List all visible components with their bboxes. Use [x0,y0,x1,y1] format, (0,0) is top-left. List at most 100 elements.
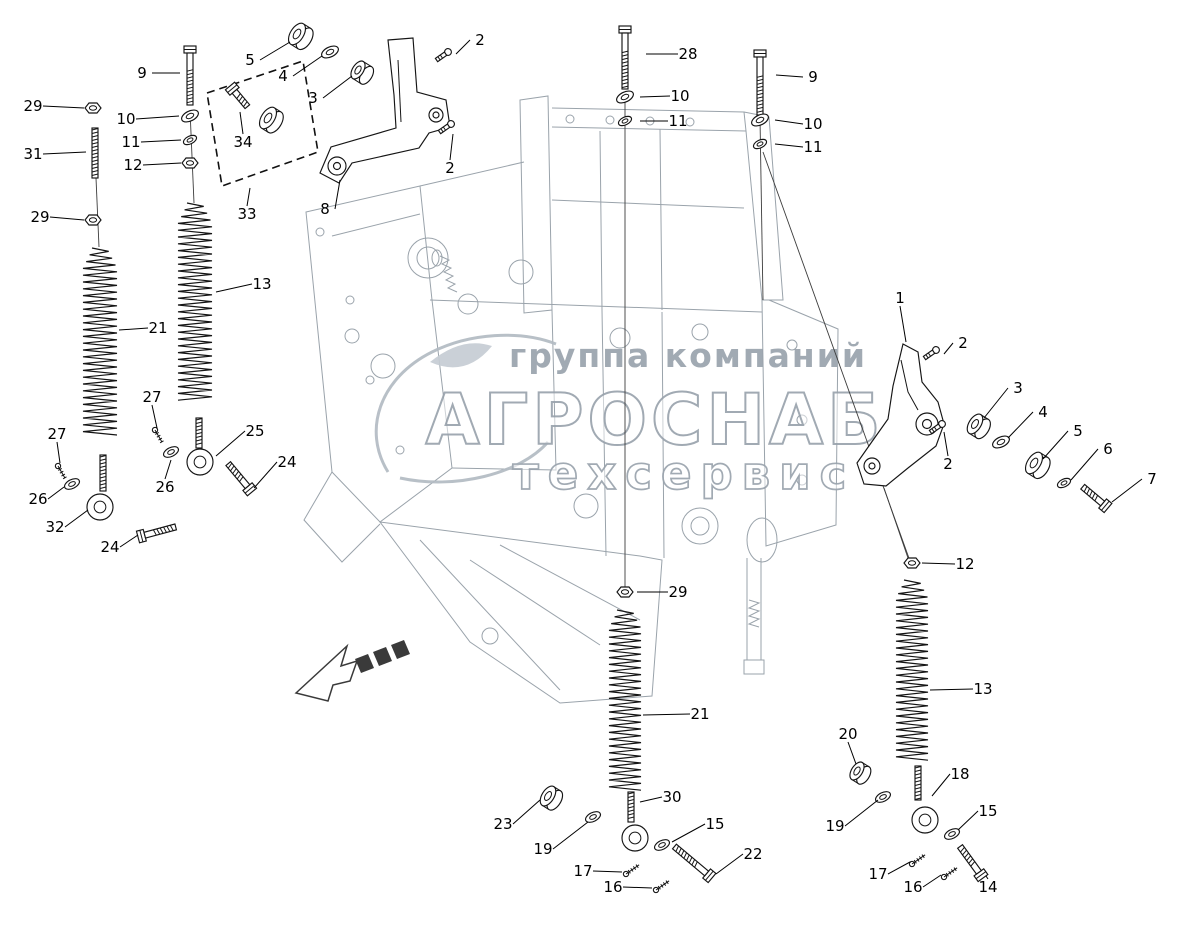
leader-line [215,430,246,457]
leader-line [957,810,979,831]
part-label-31: 31 [23,145,42,163]
part-label-18: 18 [950,765,969,783]
part-label-19: 19 [825,817,844,835]
watermark-leaf-swoosh [374,333,557,484]
leader-line [639,95,671,98]
part-label-10: 10 [803,115,822,133]
part-label-15: 15 [705,815,724,833]
small-bolt [928,420,946,435]
lever-bracket-1 [856,343,945,487]
leader-line [135,115,180,120]
part-label-9: 9 [808,68,818,86]
bushing [966,413,991,440]
assembly-line [189,109,195,204]
washer [653,839,671,851]
leader-line [253,461,278,489]
threaded-rod [195,417,203,449]
assembly-line [95,177,100,248]
part-label-20: 20 [838,725,857,743]
bushing [539,785,564,811]
part-label-29: 29 [23,97,42,115]
hex-bolt [225,460,258,497]
part-label-17: 17 [573,862,592,880]
part-label-16: 16 [603,878,622,896]
leader-line [151,404,158,429]
leader-line [42,151,87,155]
threaded-rod [627,791,635,823]
leader-line [1042,430,1069,460]
hex-bolt [956,843,989,883]
part-label-6: 6 [1103,440,1113,458]
leader-line [455,39,471,55]
leader-line [1007,411,1034,439]
leader-line [931,773,951,797]
part-label-11: 11 [668,112,687,130]
set-screw [652,880,670,894]
small-bolt [922,346,940,361]
washer [751,113,769,127]
watermark-company-line: группа компаний [509,336,867,375]
part-label-5: 5 [1073,422,1083,440]
leader-line [1070,448,1099,481]
leader-line [929,688,974,691]
leader-line [592,870,623,873]
washer [584,811,602,823]
set-screw [622,864,640,878]
part-label-27: 27 [142,388,161,406]
leader-line [922,874,942,888]
leader-line [552,821,589,850]
set-screw [908,854,926,868]
part-label-22: 22 [743,845,762,863]
part-label-14: 14 [978,878,997,896]
leader-line [715,853,744,875]
part-label-28: 28 [678,45,697,63]
coil-spring [177,202,213,401]
part-label-1: 1 [895,289,905,307]
part-label-21: 21 [148,319,167,337]
leader-line [246,187,251,207]
hex-bolt [183,45,197,106]
leader-line [899,305,907,343]
leader-line [292,55,323,77]
direction-arrow-icon [294,640,410,702]
part-label-3: 3 [308,89,318,107]
washer [874,791,892,803]
hex-bolt [1079,483,1113,514]
leader-line [983,387,1009,419]
bushing [258,106,284,134]
leader-line [1111,478,1143,503]
assembly-line [883,487,909,559]
leader-line [47,486,65,500]
washer [162,446,180,458]
part-label-16: 16 [903,878,922,896]
washer [752,138,768,150]
hardware-parts [54,22,1113,894]
eye-ring [186,448,214,476]
part-label-26: 26 [28,490,47,508]
part-label-13: 13 [973,680,992,698]
leader-line [642,713,691,716]
hex-bolt [135,523,178,544]
leader-line [775,74,804,78]
leader-line [164,459,172,480]
part-label-17: 17 [868,865,887,883]
leader-line [921,562,956,565]
part-label-12: 12 [123,156,142,174]
part-label-9: 9 [137,64,147,82]
eye-ring [911,806,939,834]
eye-ring [86,493,114,521]
washer [182,134,198,146]
leader-line [847,741,857,765]
leader-line [774,143,804,148]
leader-line [142,162,182,166]
hex-bolt [671,843,717,884]
leader-line [56,441,61,464]
washer [1056,477,1072,489]
hex-bolt [224,81,251,110]
bushing [287,22,314,51]
washer [181,109,199,123]
washer [63,478,81,490]
leader-line [64,509,89,528]
